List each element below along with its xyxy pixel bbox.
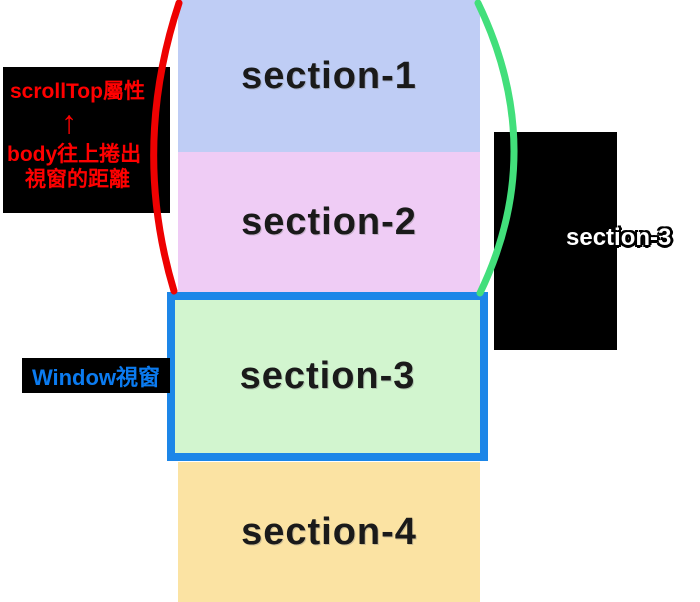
- section3-annotation-box: section-3: [494, 132, 671, 350]
- scrolltop-title: scrollTop屬性: [10, 80, 145, 103]
- scrolltop-description-line1: body往上捲出: [7, 143, 142, 166]
- window-viewport-box: section-3: [167, 292, 488, 461]
- section-4-label: section-4: [241, 510, 417, 553]
- section-2-label: section-2: [241, 201, 417, 243]
- scrolltop-annotation-box: scrollTop屬性 ↑ body往上捲出 視窗的距離: [3, 67, 170, 213]
- window-label-box: Window視窗: [22, 358, 170, 393]
- up-arrow-icon: ↑: [61, 104, 77, 140]
- section-1: section-1: [178, 0, 480, 152]
- section3-annotation-label: section-3: [566, 224, 672, 251]
- section-4: section-4: [178, 462, 480, 602]
- scrolltop-description-line2: 視窗的距離: [25, 168, 130, 191]
- section-1-label: section-1: [241, 54, 417, 97]
- window-label: Window視窗: [31, 364, 161, 390]
- section-3-label: section-3: [239, 355, 416, 397]
- section-2: section-2: [178, 152, 480, 293]
